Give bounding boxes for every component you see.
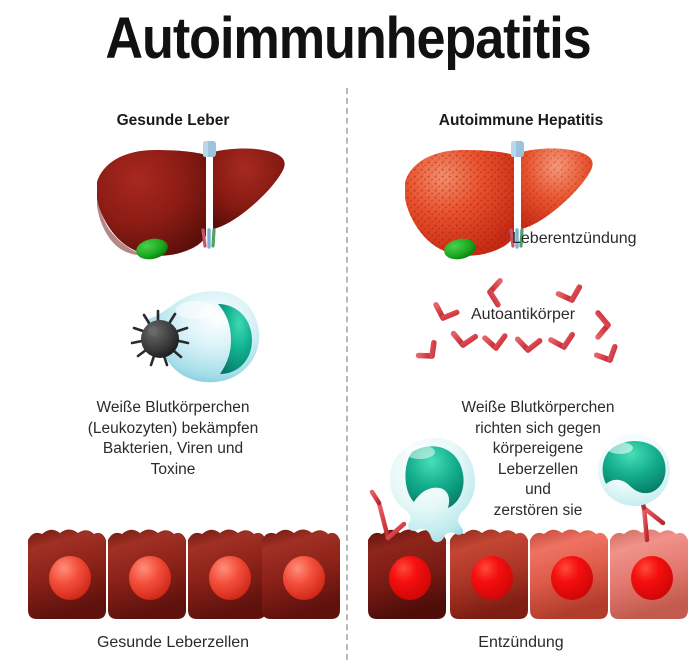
column-header-healthy: Gesunde Leber [116,112,230,129]
inflamed-hepatic-vein [511,141,524,157]
antibody [548,331,576,366]
inflamed-hepatic-vein-highlight [511,141,516,157]
antibody [514,336,543,371]
hepatic-artery [201,228,207,248]
pathogen-highlight [148,326,158,336]
antibody [482,333,508,367]
antibody [433,302,460,336]
inflamed-cell-nucleus [551,556,593,600]
page-title: Autoimmunhepatitis [105,6,591,71]
healthy-liver-cells-row [28,529,340,619]
liver-cell [108,529,186,619]
falciform-ligament [206,152,213,238]
antibody [595,310,629,340]
liver-cell-nucleus [283,556,325,600]
inflamed-liver-left-lobe [405,150,514,256]
pathogen-body [141,320,179,358]
inflamed-liver-cell [450,529,528,619]
antibody [593,343,620,377]
liver-left-lobe-shade [97,184,148,256]
liver-cell-nucleus [209,556,251,600]
autoimmune-caption: Weiße Blutkörperchen richten sich gegen … [461,399,615,519]
inflamed-cell-nucleus [631,556,673,600]
inflamed-liver-left-speckles [405,150,514,256]
inflamed-falciform-ligament [514,152,521,238]
healthy-liver-illustration [97,141,285,260]
antibody [450,330,479,365]
inflamed-liver-cell [530,529,608,619]
inflamed-cell-nucleus [389,556,431,600]
inflamed-gallbladder [444,238,476,260]
liver-inflammation-label: Leberentzündung [512,230,637,247]
wbc-nucleus [218,304,252,374]
gallbladder [136,238,168,260]
antibody [415,339,444,370]
liver-cell [188,529,266,619]
antibody [472,278,503,308]
white-blood-cell-engulfing-pathogen [130,290,260,383]
antibody-link-left [369,489,407,541]
inflamed-tissue-label: Entzündung [478,634,564,651]
inflamed-liver-cell [610,529,688,619]
liver-cell-nucleus [129,556,171,600]
wbc-body [147,290,260,383]
column-header-autoimmune: Autoimmune Hepatitis [438,112,604,129]
inflamed-liver-right-lobe [521,148,593,229]
autoantibody-cluster [415,278,629,377]
pathogen-spikes [130,309,190,367]
autoantibody-label: Autoantikörper [471,306,576,323]
liver-cell-nucleus [49,556,91,600]
liver-left-lobe [97,150,206,256]
bile-duct [211,228,216,248]
inflamed-liver-cells-row [368,529,688,619]
healthy-caption: Weiße Blutkörperchen (Leukozyten) bekämp… [87,399,259,478]
inflamed-liver-right-speckles [521,148,593,229]
liver-cell [28,529,106,619]
hepatic-vein-highlight [203,141,208,157]
column-divider [346,88,348,660]
liver-cell [262,529,340,619]
liver-right-lobe [213,148,285,229]
wbc-highlight [176,301,216,319]
inflamed-cell-nucleus [471,556,513,600]
inflamed-liver-cell [368,529,446,619]
hepatic-vein [203,141,216,157]
healthy-tissue-label: Gesunde Leberzellen [96,634,250,651]
